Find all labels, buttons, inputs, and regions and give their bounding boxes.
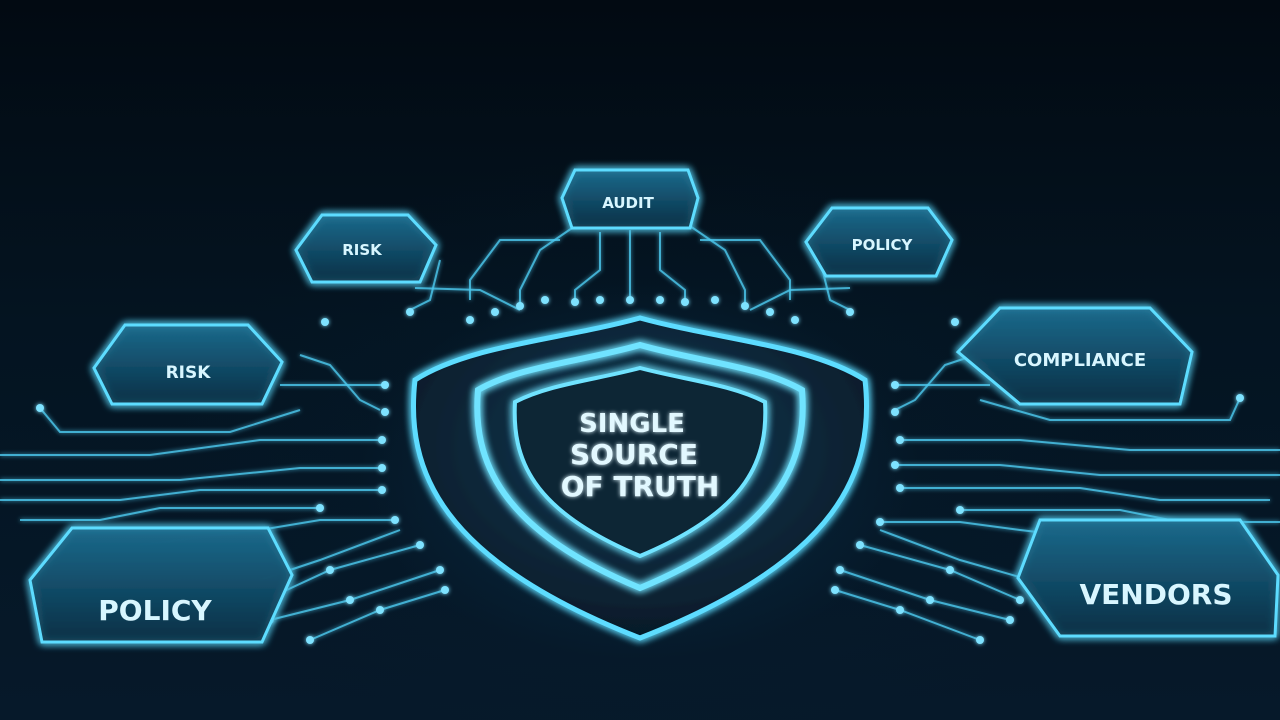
node-mid-right: COMPLIANCE [955,306,1194,406]
node-top-center-label: AUDIT [602,194,654,212]
node-top-right-label: POLICY [852,236,914,254]
core-title-line-3: OF TRUTH [561,470,720,503]
node-top-center: AUDIT [560,168,700,230]
node-top-right: POLICY [804,206,954,278]
core-title-line-2: SOURCE [570,438,698,471]
node-top-left-label: RISK [342,241,383,259]
node-mid-left: RISK [92,323,284,406]
core-title-line-1: SINGLE [579,409,685,439]
circuit-traces [0,225,1280,641]
node-bottom-right-label: VENDORS [1079,578,1232,611]
node-top-left: RISK [294,213,438,284]
node-bottom-right: VENDORS [1016,518,1280,638]
node-mid-left-label: RISK [166,363,212,383]
node-bottom-left: POLICY [28,526,294,644]
node-bottom-left-label: POLICY [98,594,212,627]
node-mid-right-label: COMPLIANCE [1014,350,1146,371]
shield-icon [410,315,870,641]
